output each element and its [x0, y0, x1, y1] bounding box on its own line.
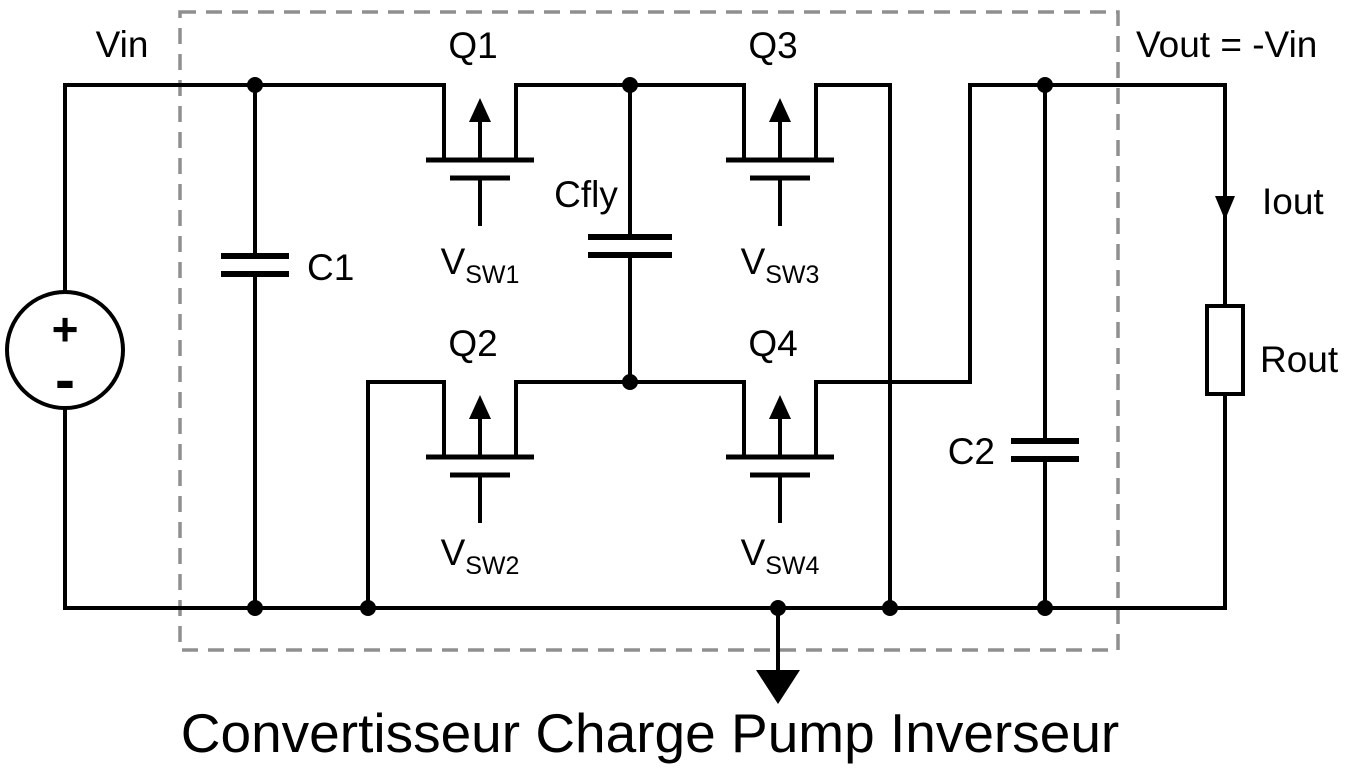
diagram-title: Convertisseur Charge Pump Inverseur	[181, 702, 1119, 764]
junction-dot	[882, 600, 898, 616]
voltage-source-vin: + -	[5, 290, 125, 413]
junction-dot	[622, 374, 638, 390]
q4-label: Q4	[748, 323, 797, 364]
q3-label: Q3	[748, 25, 797, 66]
capacitor-c2: C2	[948, 83, 1079, 610]
q3-arrow-icon	[769, 98, 791, 122]
converter-boundary-box	[178, 10, 1120, 652]
iout-arrow-icon	[1215, 196, 1235, 220]
junction-dot	[247, 600, 263, 616]
capacitor-c1: C1	[221, 83, 354, 610]
junction-dot	[770, 600, 786, 616]
output-load: Iout Rout	[1205, 181, 1339, 396]
wire-top-rail-input	[63, 83, 446, 294]
ground-arrow-icon	[756, 670, 800, 704]
voltage-source-circle	[5, 290, 125, 410]
c2-label: C2	[948, 431, 995, 472]
vsw3-label: VSW3	[741, 241, 820, 289]
wire-q3-to-ground	[814, 83, 892, 610]
c1-label: C1	[307, 247, 354, 288]
junction-dots	[247, 77, 1053, 616]
source-minus-sign: -	[55, 346, 75, 413]
q1-arrow-icon	[469, 98, 491, 122]
vsw4-label: VSW4	[741, 532, 820, 580]
q4-arrow-icon	[769, 395, 791, 419]
wire-q4-to-output	[814, 83, 1227, 384]
capacitor-cfly: Cfly	[554, 83, 672, 384]
cfly-label: Cfly	[554, 174, 618, 215]
ground-symbol	[756, 606, 800, 704]
junction-dot	[1037, 77, 1053, 93]
wires	[63, 83, 1227, 610]
rout-label: Rout	[1260, 339, 1339, 380]
wire-bottom-rail	[63, 392, 1227, 610]
mosfet-q1: Q1 VSW1	[426, 25, 534, 289]
q2-arrow-icon	[469, 395, 491, 419]
mosfet-q2: Q2 VSW2	[426, 323, 534, 580]
q1-label: Q1	[448, 25, 497, 66]
vsw1-label: VSW1	[441, 241, 520, 289]
source-plus-sign: +	[52, 303, 79, 355]
junction-dot	[622, 77, 638, 93]
q2-label: Q2	[448, 323, 497, 364]
mosfet-q3: Q3 VSW3	[726, 25, 834, 289]
junction-dot	[360, 600, 376, 616]
vin-label: Vin	[96, 24, 149, 65]
iout-label: Iout	[1262, 181, 1324, 222]
junction-dot	[247, 77, 263, 93]
junction-dot	[1037, 600, 1053, 616]
vsw2-label: VSW2	[441, 532, 520, 580]
mosfet-q4: Q4 VSW4	[726, 323, 834, 580]
resistor-rout	[1205, 304, 1245, 396]
vout-label: Vout = -Vin	[1136, 24, 1317, 65]
wire-q2-to-ground	[366, 380, 446, 610]
